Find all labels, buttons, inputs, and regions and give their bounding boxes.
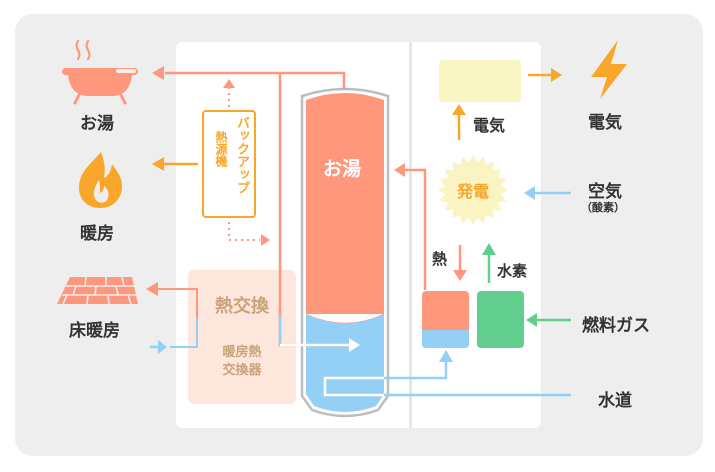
heat-exchanger-subtitle-line1: 暖房熱 [222,345,262,360]
tank-label: お湯 [323,158,362,180]
fuel-gas-input-label: 燃料ガス [582,316,650,336]
unit-electricity-label: 電気 [473,116,506,135]
tank-hot-section [306,93,384,314]
air-input-label: 空気 [588,182,622,202]
heating-supply-arrow [152,157,198,171]
floor-tiles-icon [57,276,138,305]
heat-recovery-box [422,291,469,348]
electricity-output-box [439,60,521,102]
heat-exchanger-subtitle: 暖房熱 交換器 [188,344,296,380]
bathtub-icon [62,39,138,105]
power-generation-burst [438,155,508,225]
backup-heat-source-box: バックアップ 熱源機 [202,110,256,218]
heating-output-label: 暖房 [80,224,114,244]
tank-cold-section [306,314,384,412]
heat-return-line [394,163,427,290]
lightning-bolt-icon [591,40,627,99]
hot-water-tank [300,87,390,418]
heat-exchanger-subtitle-line2: 交換器 [222,363,262,378]
tank-inflow-arrow [349,338,360,352]
floor-heating-loop [146,282,198,354]
hot-water-output-label: お湯 [80,114,114,134]
electricity-output-arrow [528,68,562,82]
air-input-arrow [524,186,571,200]
water-supply-label: 水道 [598,391,632,411]
backup-label-line2: 熱源機 [214,131,228,167]
unit-divider [409,42,412,428]
electricity-output-label: 電気 [588,113,622,133]
backup-label-line1: バックアップ [234,116,249,194]
heat-down-arrow [453,245,467,281]
hot-water-line [152,66,360,352]
flame-icon [79,152,122,208]
floor-heating-output-label: 床暖房 [69,321,120,341]
air-input-sublabel: （酸素） [581,201,625,214]
power-generation-label: 発電 [456,182,489,201]
fuel-reformer-box [477,291,524,348]
heat-exchanger-title: 熱交換 [215,296,269,317]
cold-water-to-unit-line [323,350,453,397]
hydrogen-up-arrow [482,243,496,283]
hydrogen-label: 水素 [497,262,528,280]
electricity-up-arrow [452,104,466,140]
heat-exchanger-box: 熱交換 暖房熱 交換器 [188,270,296,404]
backup-dotted-arrows [223,79,270,246]
fuel-gas-input-arrow [526,313,571,327]
heat-label: 熱 [432,250,448,268]
